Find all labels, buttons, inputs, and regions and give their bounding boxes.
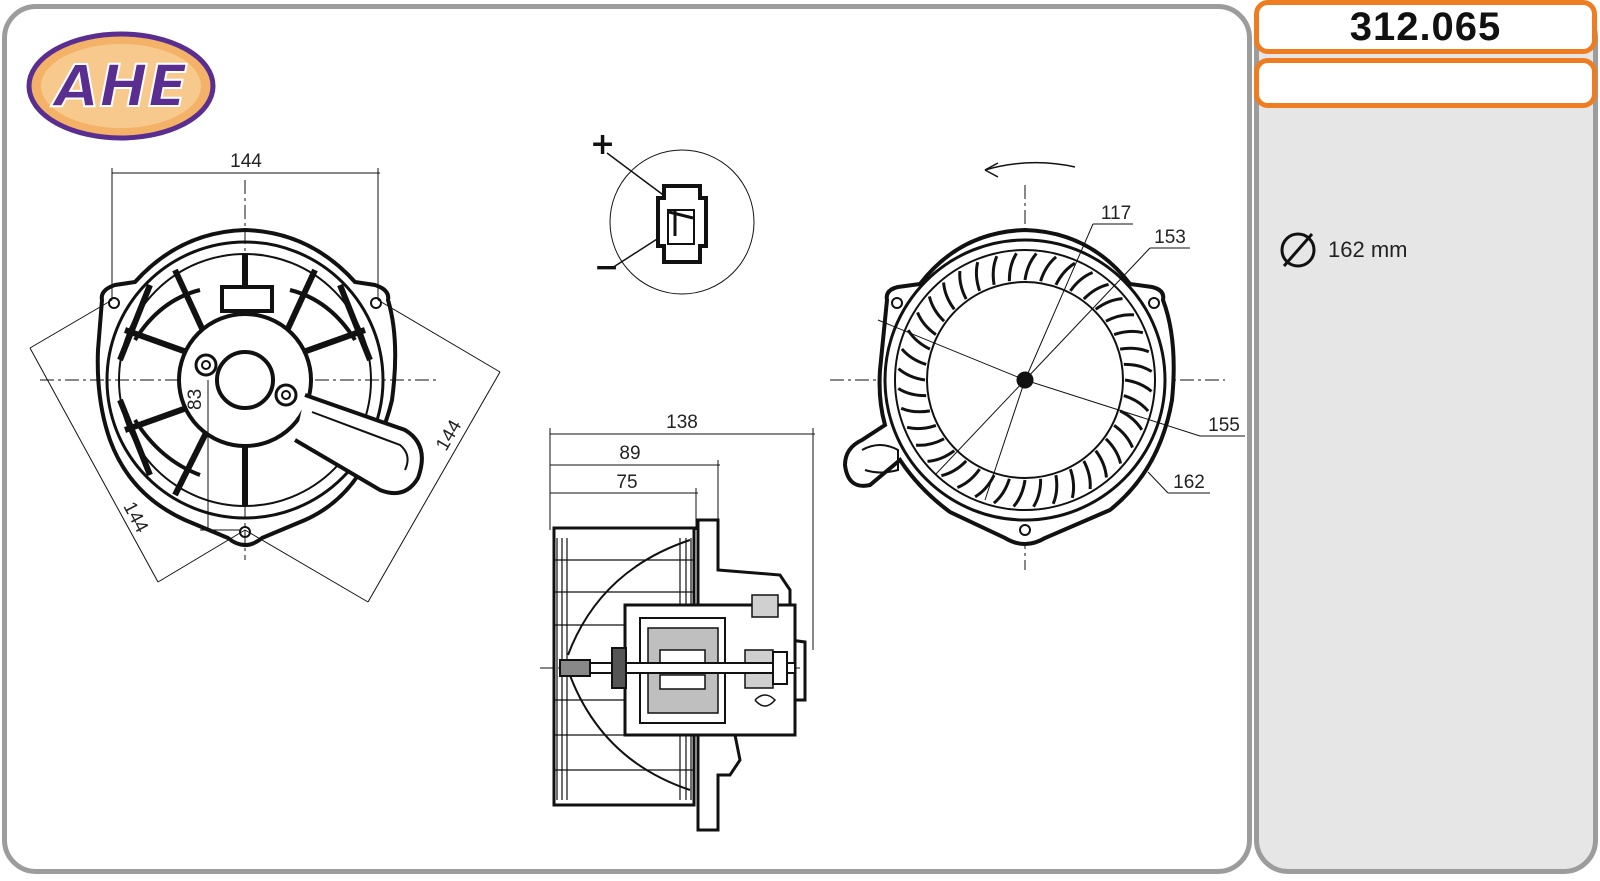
fan-blade — [900, 347, 927, 366]
fan-blade — [1104, 437, 1123, 464]
dim-side-mid: 89 — [619, 443, 640, 464]
fan-blade — [956, 468, 981, 489]
fan-blade — [1007, 252, 1018, 282]
fan-blade — [1068, 468, 1076, 499]
connector-plus: + — [590, 127, 615, 162]
fan-blade — [1032, 478, 1043, 508]
fan-blade — [1113, 329, 1144, 337]
dim-rear-155: 155 — [1208, 415, 1240, 436]
fan-blade — [1012, 479, 1027, 508]
fan-blade — [897, 387, 927, 398]
dim-rear-162: 162 — [1173, 472, 1205, 493]
part-number-text: 312.065 — [1349, 4, 1502, 49]
diameter-spec: 162 mm — [1278, 230, 1407, 270]
fan-blade — [1082, 282, 1109, 301]
diameter-icon — [1280, 232, 1316, 268]
dim-side-wheel: 75 — [616, 472, 637, 493]
fan-blade — [1082, 460, 1092, 490]
fan-blade — [1023, 252, 1038, 281]
fan-blade — [1094, 449, 1108, 478]
fan-blade — [927, 296, 946, 323]
dim-rear-117: 117 — [1101, 203, 1131, 224]
fan-blade — [942, 282, 956, 311]
fan-blade — [1123, 394, 1150, 413]
dim-front-side-b: 144 — [432, 416, 466, 454]
fan-blade — [1124, 378, 1153, 393]
fan-blade — [1054, 261, 1076, 286]
dim-front-side-a: 144 — [119, 498, 153, 536]
fan-blade — [1105, 313, 1135, 323]
part-number: 312.065 — [1254, 0, 1597, 54]
fan-blade — [1069, 271, 1094, 292]
side-view — [540, 428, 815, 832]
fan-blade — [1094, 297, 1123, 311]
ahe-logo: AHE — [26, 31, 216, 141]
fan-blade — [974, 261, 982, 292]
logo-text: AHE — [50, 52, 187, 120]
dim-front-width: 144 — [230, 151, 262, 172]
dim-rear-153: 153 — [1154, 227, 1186, 248]
fan-blade — [958, 270, 968, 300]
fan-blade — [1039, 255, 1058, 282]
connector-minus: − — [594, 250, 619, 285]
diameter-value: 162 mm — [1328, 237, 1408, 262]
dim-front-hub: 83 — [185, 389, 206, 410]
fan-blade — [1123, 362, 1153, 373]
fan-blade — [900, 406, 931, 414]
rear-view — [830, 161, 1245, 570]
connector-detail — [606, 149, 755, 295]
front-view — [29, 168, 501, 603]
fan-blade — [916, 311, 937, 336]
fan-blade — [897, 367, 926, 382]
fan-blade — [1051, 474, 1059, 505]
fan-blade — [991, 255, 999, 286]
fan-blade — [906, 423, 937, 431]
fan-blade — [992, 478, 1011, 505]
fan-blade — [1119, 409, 1144, 431]
dim-side-overall: 138 — [666, 412, 698, 433]
info-panel — [1254, 4, 1598, 874]
fan-blade — [1113, 424, 1134, 449]
empty-info-box — [1254, 58, 1597, 108]
fan-blade — [941, 459, 968, 478]
fan-blade — [906, 329, 931, 351]
fan-blade — [915, 437, 945, 447]
fan-blade — [1119, 346, 1150, 354]
fan-blade — [927, 449, 956, 463]
